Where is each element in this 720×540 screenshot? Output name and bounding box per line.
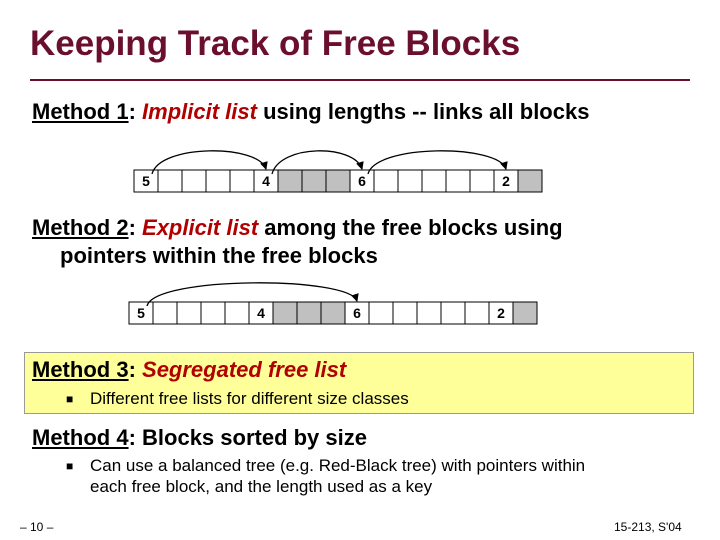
explicit-list-cell [368,301,394,325]
explicit-list-cell [176,301,202,325]
implicit-list-cell [325,169,351,193]
method-4-bullet-line2: each free block, and the length used as … [90,477,433,496]
explicit-list-size-label: 6 [353,305,361,321]
implicit-list-cell [469,169,495,193]
method-4-label: Method 4 [32,425,129,450]
implicit-list-arrow [271,150,364,175]
implicit-list-cell [277,169,303,193]
method-2-line2: pointers within the free blocks [60,243,378,268]
explicit-list-cell [416,301,442,325]
method-2-rest: among the free blocks using [264,215,563,240]
method-4-heading: Method 4: Blocks sorted by size [32,425,367,451]
explicit-list-cell [440,301,466,325]
method-1-heading: Method 1: Implicit list using lengths --… [32,99,589,125]
method-3-highlight-box [24,352,694,414]
implicit-list-cell [229,169,255,193]
method-2-label: Method 2 [32,215,129,240]
implicit-list-cell [301,169,327,193]
explicit-list-cell [272,301,298,325]
method-1-colon: : [128,99,136,124]
implicit-list-size-label: 4 [262,173,270,189]
implicit-list-cell [181,169,207,193]
explicit-list-cell [200,301,226,325]
method-3-colon: : [128,357,136,382]
footer-page-number: – 10 – [20,520,54,534]
title-rule [30,79,690,81]
implicit-list-arrow [151,150,268,175]
explicit-list-cell [296,301,322,325]
implicit-list-diagram: 5 4 6 2 [133,150,543,193]
method-3-emphasis: Segregated free list [142,357,347,382]
method-3-heading: Method 3: Segregated free list [32,357,346,383]
explicit-list-cell [512,301,538,325]
method-4-bullet-line1: Can use a balanced tree (e.g. Red-Black … [90,456,586,475]
method-3-bullet-icon: ■ [66,392,74,406]
method-4-colon: : [128,425,136,450]
implicit-list-cell [373,169,399,193]
implicit-list-cell [517,169,543,193]
implicit-list-cell [205,169,231,193]
method-2-emphasis: Explicit list [142,215,259,240]
explicit-list-cell [152,301,178,325]
explicit-list-diagram: 5 4 6 2 [128,282,538,325]
method-4-bullet-icon: ■ [66,459,74,473]
explicit-list-cell [392,301,418,325]
explicit-list-size-label: 5 [137,305,145,321]
explicit-list-size-label: 4 [257,305,265,321]
implicit-list-size-label: 2 [502,173,510,189]
method-1-label: Method 1 [32,99,129,124]
method-3-bullet-text: Different free lists for different size … [90,389,409,408]
explicit-list-cell [224,301,250,325]
slide-title: Keeping Track of Free Blocks [30,24,521,63]
explicit-list-cell [320,301,346,325]
method-2-colon: : [128,215,136,240]
implicit-list-arrow [367,150,508,175]
explicit-list-arrow [146,282,359,307]
implicit-list-cell [421,169,447,193]
method-2-heading: Method 2: Explicit list among the free b… [32,215,563,241]
method-4-rest: Blocks sorted by size [142,425,367,450]
method-3-label: Method 3 [32,357,129,382]
method-1-rest: using lengths -- links all blocks [263,99,590,124]
implicit-list-size-label: 5 [142,173,150,189]
implicit-list-size-label: 6 [358,173,366,189]
implicit-list-cell [397,169,423,193]
method-1-emphasis: Implicit list [142,99,257,124]
implicit-list-cell [445,169,471,193]
explicit-list-size-label: 2 [497,305,505,321]
footer-course: 15-213, S'04 [614,520,682,534]
implicit-list-cell [157,169,183,193]
explicit-list-cell [464,301,490,325]
